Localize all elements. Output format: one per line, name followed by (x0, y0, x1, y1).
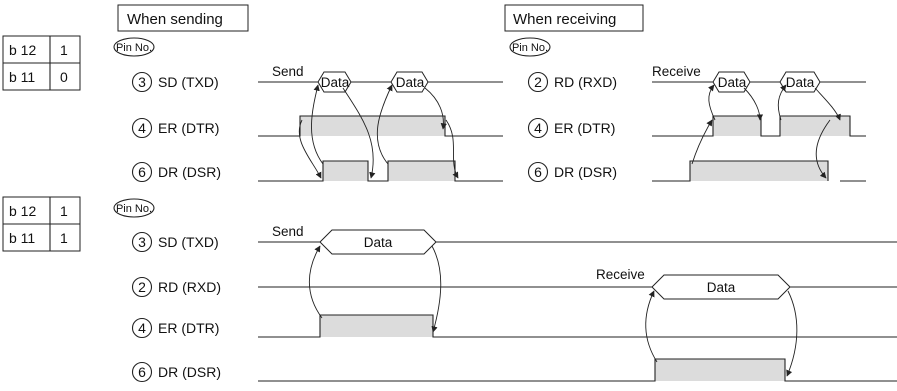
header-when-sending-text: When sending (127, 11, 223, 28)
waveform-sd: Data Data Send (258, 64, 503, 93)
data-packet-label: Data (707, 280, 736, 295)
data-packet (319, 229, 437, 255)
waveform-er (258, 314, 897, 338)
data-packet (779, 71, 821, 93)
pin-no-oval: Pin No. (113, 37, 155, 57)
pin-no-text: Pin No. (512, 42, 548, 54)
setting-bit-label: b 11 (9, 69, 35, 85)
panel-receiving: Data Data Receive (652, 64, 866, 182)
header-when-receiving-text: When receiving (513, 11, 616, 28)
setting-bit-value: 0 (60, 69, 68, 85)
data-packet-label: Data (786, 75, 815, 90)
waveform-sd: Data Send (258, 224, 897, 255)
waveform-rd: Data Receive (258, 267, 897, 300)
data-packet-label: Data (718, 75, 747, 90)
waveform-dr (258, 358, 897, 382)
data-packet (390, 71, 429, 93)
signal-label-sd: 3 SD (TXD) (131, 71, 219, 93)
setting-table-1: b 12 1 b 11 0 (2, 35, 81, 91)
header-when-receiving: When receiving (504, 4, 644, 32)
signal-label-rd: 2 RD (RXD) (131, 276, 221, 298)
pin-no-oval: Pin No. (509, 37, 551, 57)
signal-name: ER (DTR) (158, 120, 219, 136)
pin-number: 2 (138, 279, 146, 295)
pin-no-text: Pin No. (116, 203, 152, 215)
pin-number: 4 (138, 120, 146, 136)
panel-lower: Data Send Data Receive (258, 224, 897, 382)
setting-bit-value: 1 (60, 203, 68, 219)
data-packet-label: Data (364, 235, 393, 250)
data-packet-label: Data (396, 75, 425, 90)
waveform-er (652, 115, 866, 137)
signal-label-er: 4 ER (DTR) (527, 117, 615, 139)
receive-label: Receive (596, 267, 645, 282)
header-when-sending: When sending (117, 4, 249, 32)
signal-name: ER (DTR) (158, 320, 219, 336)
pin-number: 3 (138, 234, 146, 250)
handshake-arrows (691, 84, 841, 179)
pin-number: 2 (534, 74, 542, 90)
send-label: Send (272, 224, 304, 239)
pin-number: 3 (138, 74, 146, 90)
data-packet (651, 274, 791, 300)
pin-number: 6 (138, 164, 146, 180)
pin-number: 4 (138, 320, 146, 336)
setting-bit-value: 1 (60, 42, 68, 58)
setting-bit-value: 1 (60, 230, 68, 246)
signal-name: SD (TXD) (158, 74, 219, 90)
setting-bit-label: b 12 (9, 203, 36, 219)
signal-name: DR (DSR) (158, 164, 221, 180)
data-packet-label: Data (321, 75, 350, 90)
waveform-dr (258, 160, 503, 182)
panel-sending: Data Data Send (258, 64, 503, 182)
pin-number: 4 (534, 120, 542, 136)
receive-label: Receive (652, 64, 701, 79)
pin-no-oval: Pin No. (113, 198, 155, 218)
pin-number: 6 (534, 164, 542, 180)
data-packet (712, 71, 751, 93)
signal-label-er: 4 ER (DTR) (131, 317, 219, 339)
signal-name: ER (DTR) (554, 120, 615, 136)
waveform-er (258, 115, 503, 137)
signal-label-sd: 3 SD (TXD) (131, 231, 219, 253)
handshake-arrows (298, 84, 459, 179)
signal-name: RD (RXD) (554, 74, 617, 90)
signal-name: SD (TXD) (158, 234, 219, 250)
signal-label-dr: 6 DR (DSR) (527, 161, 617, 183)
waveform-dr (652, 160, 866, 182)
waveform-rd: Data Data Receive (652, 64, 866, 93)
signal-label-er: 4 ER (DTR) (131, 117, 219, 139)
pin-no-text: Pin No. (116, 42, 152, 54)
setting-bit-label: b 12 (9, 42, 36, 58)
data-packet (317, 71, 352, 93)
handshake-arrows (308, 245, 798, 377)
signal-label-rd: 2 RD (RXD) (527, 71, 617, 93)
signal-name: DR (DSR) (158, 364, 221, 380)
signal-label-dr: 6 DR (DSR) (131, 361, 221, 383)
setting-bit-label: b 11 (9, 230, 35, 246)
pin-number: 6 (138, 364, 146, 380)
signal-name: RD (RXD) (158, 279, 221, 295)
send-label: Send (272, 64, 304, 79)
setting-table-2: b 12 1 b 11 1 (2, 196, 81, 252)
signal-name: DR (DSR) (554, 164, 617, 180)
signal-label-dr: 6 DR (DSR) (131, 161, 221, 183)
